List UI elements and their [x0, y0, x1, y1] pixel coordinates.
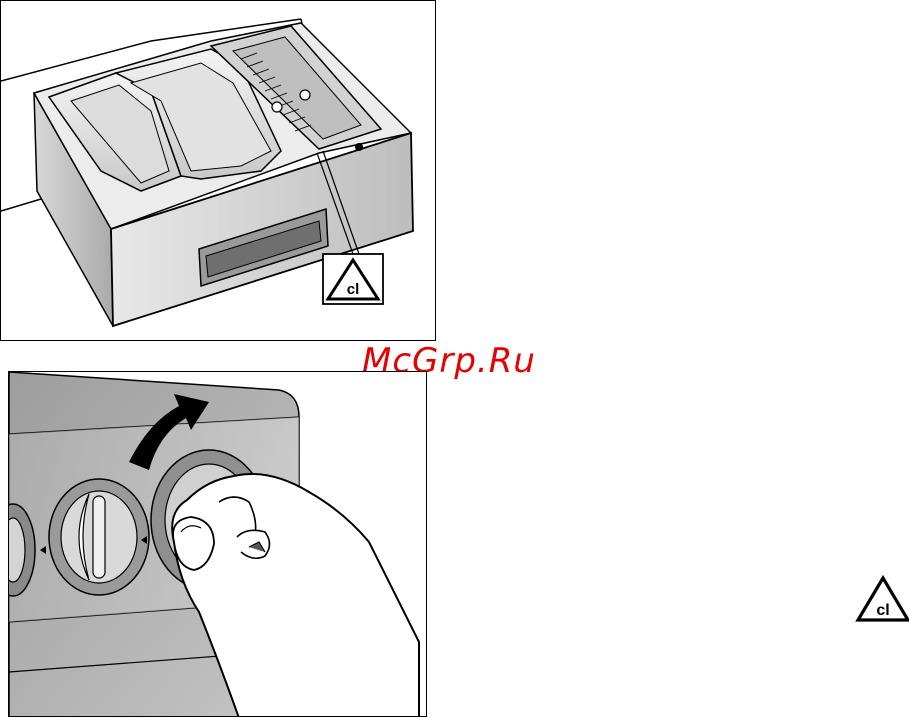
drawer-illustration: cl	[1, 1, 436, 341]
chlorine-bleach-triangle-icon: cl	[855, 574, 909, 624]
figure-turning-knob	[8, 371, 427, 717]
figure-detergent-drawer: cl	[0, 0, 436, 341]
knob-illustration	[9, 372, 427, 717]
side-chlorine-symbol: cl	[855, 574, 909, 624]
symbol-label: cl	[347, 281, 360, 298]
side-symbol-label: cl	[876, 602, 889, 619]
chlorine-bleach-triangle-icon: cl	[323, 254, 383, 304]
